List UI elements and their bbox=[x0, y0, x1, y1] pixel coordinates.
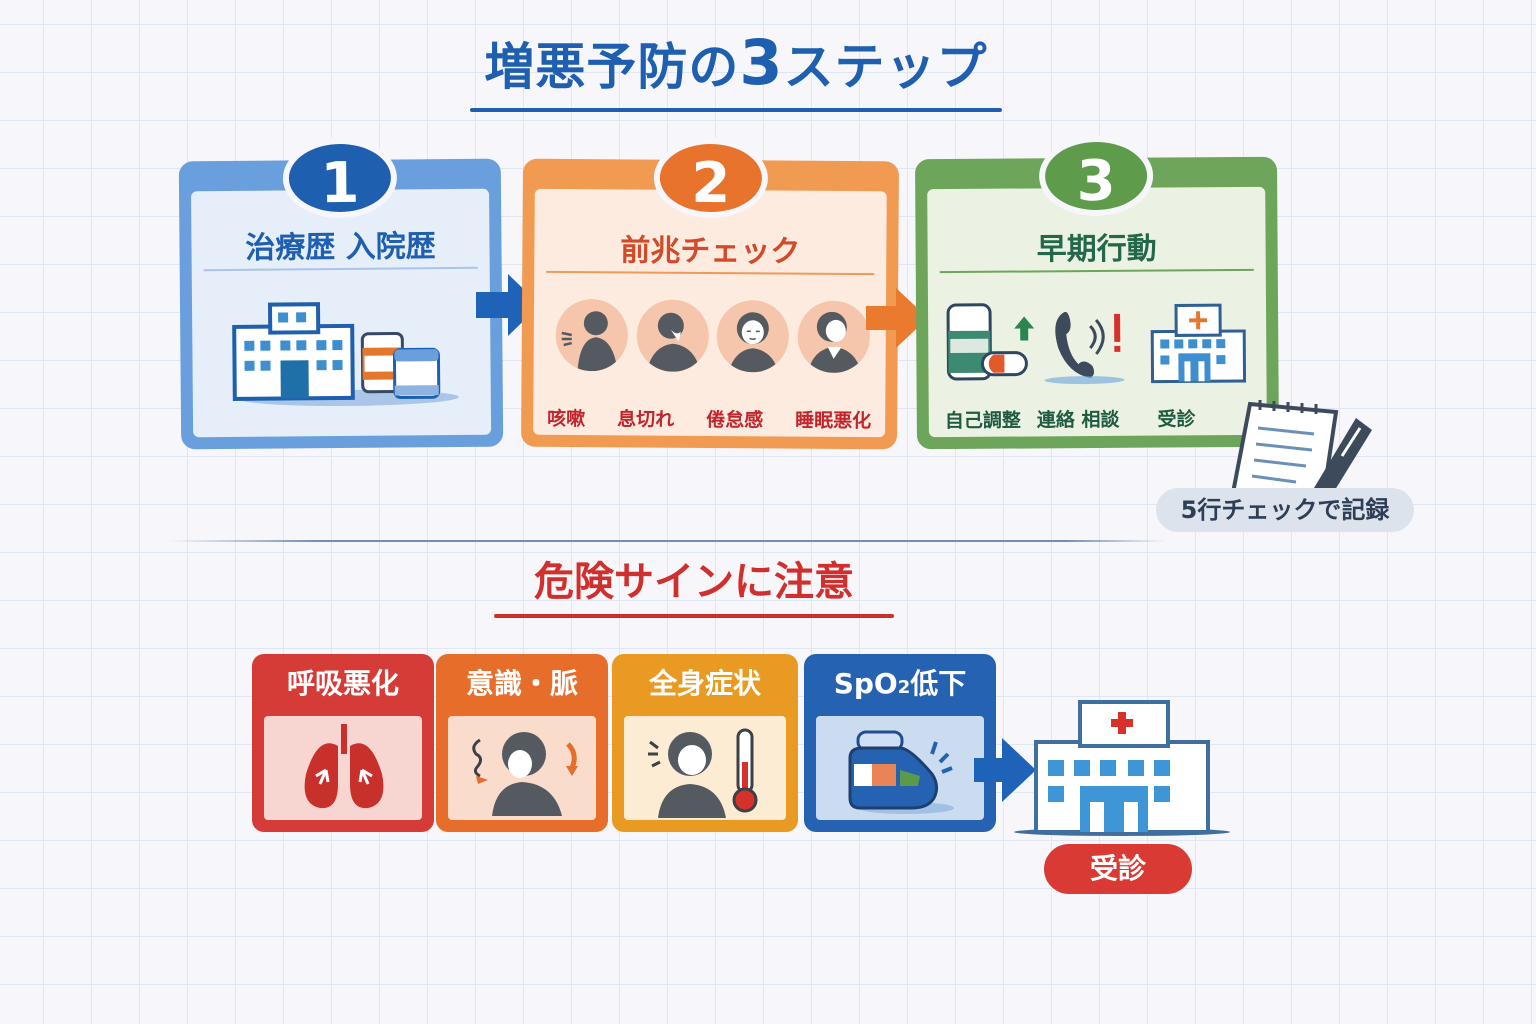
title-prefix: 増悪予防の bbox=[484, 38, 740, 96]
symptom-label: 息切れ bbox=[617, 408, 675, 431]
action-label: 自己調整 bbox=[944, 409, 1021, 433]
action-label: 受診 bbox=[1157, 408, 1196, 431]
danger-sign-label: SpO2低下 bbox=[804, 664, 996, 708]
symptom-label: 倦怠感 bbox=[706, 408, 764, 432]
tired-person-icon bbox=[716, 300, 790, 373]
step-card-3: 3 早期行動 bbox=[914, 135, 1280, 450]
spo2-label-tail: 低下 bbox=[910, 667, 967, 700]
breathless-person-icon bbox=[636, 299, 709, 372]
arrow-right-icon bbox=[866, 288, 928, 348]
danger-sign-body bbox=[264, 716, 422, 820]
danger-sign-body bbox=[816, 716, 984, 820]
action-labels: 自己調整 連絡 相談 受診 bbox=[917, 404, 1279, 434]
danger-sign-spo2: SpO2低下 bbox=[804, 654, 996, 832]
step-title: 治療歴 入院歴 bbox=[245, 229, 436, 266]
danger-sign-label: 意識・脈 bbox=[465, 667, 578, 700]
hospital-medicine-icon bbox=[232, 302, 459, 406]
title-number: 3 bbox=[739, 26, 784, 99]
symptom-icon-row bbox=[555, 298, 870, 374]
hospital-icon bbox=[1150, 303, 1247, 384]
title-underline bbox=[470, 108, 1002, 112]
spo2-label-subscript: 2 bbox=[897, 677, 911, 698]
danger-sign-body bbox=[624, 716, 786, 820]
step-number-badge: 2 bbox=[653, 137, 769, 219]
action-icons bbox=[946, 303, 1247, 385]
cough-person-icon bbox=[555, 298, 629, 372]
section-divider bbox=[168, 540, 1166, 542]
spo2-label-main: SpO bbox=[833, 667, 898, 700]
dizzy-person-icon bbox=[472, 732, 578, 816]
visit-hospital-label: 受診 bbox=[1044, 844, 1192, 894]
danger-sign-consciousness: 意識・脈 bbox=[436, 654, 608, 832]
step-number-badge: 3 bbox=[1038, 135, 1154, 217]
step-title: 早期行動 bbox=[1036, 231, 1157, 268]
fever-thermometer-icon bbox=[648, 728, 758, 818]
hospital-icon bbox=[1014, 700, 1230, 836]
step-card-1: 1 治療歴 入院歴 bbox=[178, 137, 504, 450]
symptom-labels: 咳嗽 息切れ 倦怠感 睡眠悪化 bbox=[521, 404, 897, 434]
danger-sign-breathing: 呼吸悪化 bbox=[252, 654, 434, 832]
step-card-2: 2 前兆チェック 咳嗽 bbox=[520, 137, 900, 450]
sleepless-person-icon bbox=[797, 300, 870, 374]
action-label: 連絡 相談 bbox=[1036, 408, 1120, 432]
medicine-increase-icon bbox=[946, 303, 1035, 381]
danger-sign-systemic: 全身症状 bbox=[612, 654, 798, 832]
danger-title: 危険サインに注意 bbox=[534, 559, 854, 605]
danger-sign-label: 全身症状 bbox=[648, 667, 761, 700]
arrow-right-icon bbox=[974, 738, 1036, 802]
step-title: 前兆チェック bbox=[620, 233, 801, 270]
symptom-label: 咳嗽 bbox=[547, 407, 586, 431]
title-suffix: ステップ bbox=[783, 38, 988, 96]
danger-title-underline bbox=[494, 614, 894, 618]
main-title-block: 増悪予防の3ステップ bbox=[470, 28, 1002, 112]
danger-sign-body bbox=[448, 716, 596, 820]
record-note-label: 5行チェックで記録 bbox=[1156, 488, 1414, 532]
danger-sign-label: 呼吸悪化 bbox=[286, 667, 399, 700]
lungs-icon bbox=[304, 724, 384, 809]
phone-alert-icon bbox=[1044, 311, 1125, 385]
symptom-label: 睡眠悪化 bbox=[795, 409, 872, 433]
danger-title-block: 危険サインに注意 bbox=[494, 554, 894, 618]
main-title: 増悪予防の3ステップ bbox=[470, 28, 1002, 102]
pulse-oximeter-icon bbox=[848, 730, 954, 814]
